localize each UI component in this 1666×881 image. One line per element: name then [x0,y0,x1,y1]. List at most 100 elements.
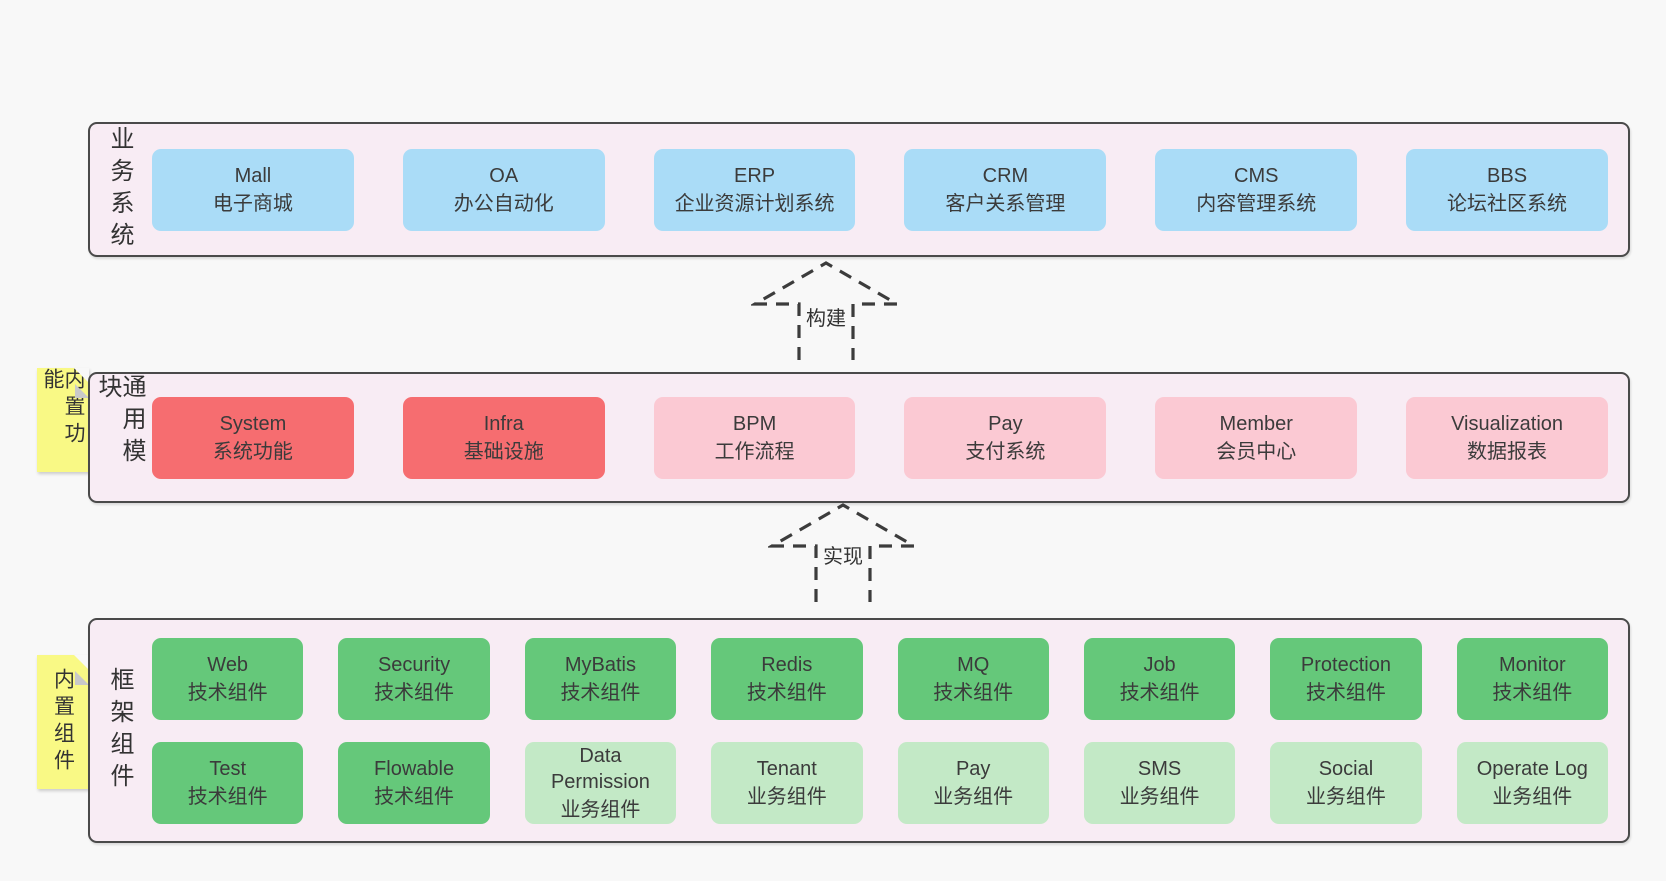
box-title: Social [1318,757,1374,780]
box-infra: Infra 基础设施 [402,396,605,479]
box-subtitle: 技术组件 [1492,681,1573,704]
box-sms: SMS 业务组件 [1083,741,1236,824]
arrow-label: 构建 [802,300,850,333]
box-title: ERP [734,164,776,187]
framework-components-grid: Web 技术组件 Security 技术组件 MyBatis 技术组件 Redi… [152,637,1608,824]
up-arrow-icon [768,503,918,602]
box-title: Redis [761,653,813,676]
box-protection: Protection 技术组件 [1270,637,1422,720]
box-mall: Mall 电子商城 [152,148,354,231]
box-job: Job 技术组件 [1083,637,1236,720]
box-title: Member [1219,412,1293,435]
box-social: Social 业务组件 [1270,741,1422,824]
box-title: MyBatis [564,653,636,676]
box-subtitle: 业务组件 [1492,785,1573,808]
box-title: Visualization [1451,412,1564,435]
box-subtitle: 技术组件 [1305,681,1386,704]
box-subtitle: 技术组件 [187,785,268,808]
box-member: Member 会员中心 [1155,396,1358,479]
box-subtitle: 基础设施 [463,440,544,463]
box-subtitle: 内容管理系统 [1196,192,1317,215]
box-subtitle: 支付系统 [965,440,1046,463]
box-crm: CRM 客户关系管理 [904,148,1107,231]
box-bbs: BBS 论坛社区系统 [1406,148,1608,231]
box-subtitle: 数据报表 [1467,440,1548,463]
box-subtitle: 业务组件 [1305,785,1386,808]
box-subtitle: 工作流程 [714,440,795,463]
box-subtitle: 技术组件 [933,681,1014,704]
box-subtitle: 客户关系管理 [945,192,1066,215]
box-title: Pay [955,757,991,780]
box-title: SMS [1137,757,1182,780]
box-oa: OA 办公自动化 [402,148,605,231]
box-title: Web [207,653,249,676]
box-subtitle: 企业资源计划系统 [674,192,835,215]
layer-business-systems: 业务系统 Mall 电子商城 OA 办公自动化 ERP 企业资源计划系统 CRM… [88,122,1630,257]
note-built-in-components: 内置组件 [37,655,89,789]
layer-common-modules: 通用模块 System 系统功能 Infra 基础设施 BPM 工作流程 Pay… [88,372,1630,503]
box-title: CRM [982,164,1029,187]
box-web: Web 技术组件 [152,637,304,720]
box-subtitle: 技术组件 [1119,681,1200,704]
common-modules-row: System 系统功能 Infra 基础设施 BPM 工作流程 Pay 支付系统… [152,396,1608,479]
note-built-in-features: 内置功能 [37,368,89,472]
box-tenant: Tenant 业务组件 [711,741,863,824]
folded-corner-icon [74,368,89,383]
box-title: MQ [957,653,990,676]
layer-framework-components: 框架组件 Web 技术组件 Security 技术组件 MyBatis 技术组件… [88,618,1630,843]
box-erp: ERP 企业资源计划系统 [653,148,856,231]
box-title: System [219,412,287,435]
box-subtitle: 技术组件 [560,681,641,704]
box-subtitle: 业务组件 [746,785,827,808]
box-subtitle: 技术组件 [746,681,827,704]
box-subtitle: 技术组件 [187,681,268,704]
box-pay-business: Pay 业务组件 [897,741,1049,824]
note-label: 内置组件 [51,668,75,776]
box-bpm: BPM 工作流程 [653,396,856,479]
arrow-implement: 实现 [768,498,918,606]
box-title: Security [377,653,451,676]
box-title: Tenant [756,757,817,780]
box-system: System 系统功能 [152,396,354,479]
business-systems-row: Mall 电子商城 OA 办公自动化 ERP 企业资源计划系统 CRM 客户关系… [152,148,1608,231]
box-subtitle: 业务组件 [933,785,1014,808]
layer-label: 通用模块 [94,374,145,470]
box-title: Pay [988,412,1023,435]
box-title: Flowable [374,757,455,780]
box-title: Job [1143,653,1176,676]
box-title: OA [489,164,519,187]
layer-label: 业务系统 [106,125,133,254]
folded-corner-icon [74,655,89,670]
box-subtitle: 论坛社区系统 [1447,192,1568,215]
arrow-label: 实现 [819,538,867,571]
framework-row-1: Web 技术组件 Security 技术组件 MyBatis 技术组件 Redi… [152,637,1608,720]
box-redis: Redis 技术组件 [711,637,863,720]
box-subtitle: 业务组件 [560,798,641,821]
layer-label: 框架组件 [106,666,133,795]
box-operate-log: Operate Log 业务组件 [1456,741,1608,824]
box-title: BPM [732,412,777,435]
box-security: Security 技术组件 [338,637,490,720]
box-subtitle: 会员中心 [1216,440,1297,463]
arrow-build: 构建 [751,260,901,360]
box-title: Infra [483,412,524,435]
box-pay: Pay 支付系统 [904,396,1107,479]
framework-row-2: Test 技术组件 Flowable 技术组件 Data Permission … [152,741,1608,824]
box-title: BBS [1487,164,1528,187]
box-title: Protection [1300,653,1391,676]
box-subtitle: 技术组件 [374,785,455,808]
box-title: Mall [234,164,272,187]
box-visualization: Visualization 数据报表 [1406,396,1608,479]
box-subtitle: 办公自动化 [453,192,554,215]
box-subtitle: 业务组件 [1119,785,1200,808]
box-title: Monitor [1498,653,1566,676]
box-monitor: Monitor 技术组件 [1456,637,1608,720]
box-subtitle: 电子商城 [212,192,293,215]
box-title: CMS [1234,164,1279,187]
box-title: Data Permission [550,744,650,793]
box-data-permission: Data Permission 业务组件 [524,741,677,824]
box-title: Test [209,757,247,780]
box-cms: CMS 内容管理系统 [1155,148,1358,231]
box-subtitle: 系统功能 [212,440,293,463]
box-subtitle: 技术组件 [374,681,455,704]
